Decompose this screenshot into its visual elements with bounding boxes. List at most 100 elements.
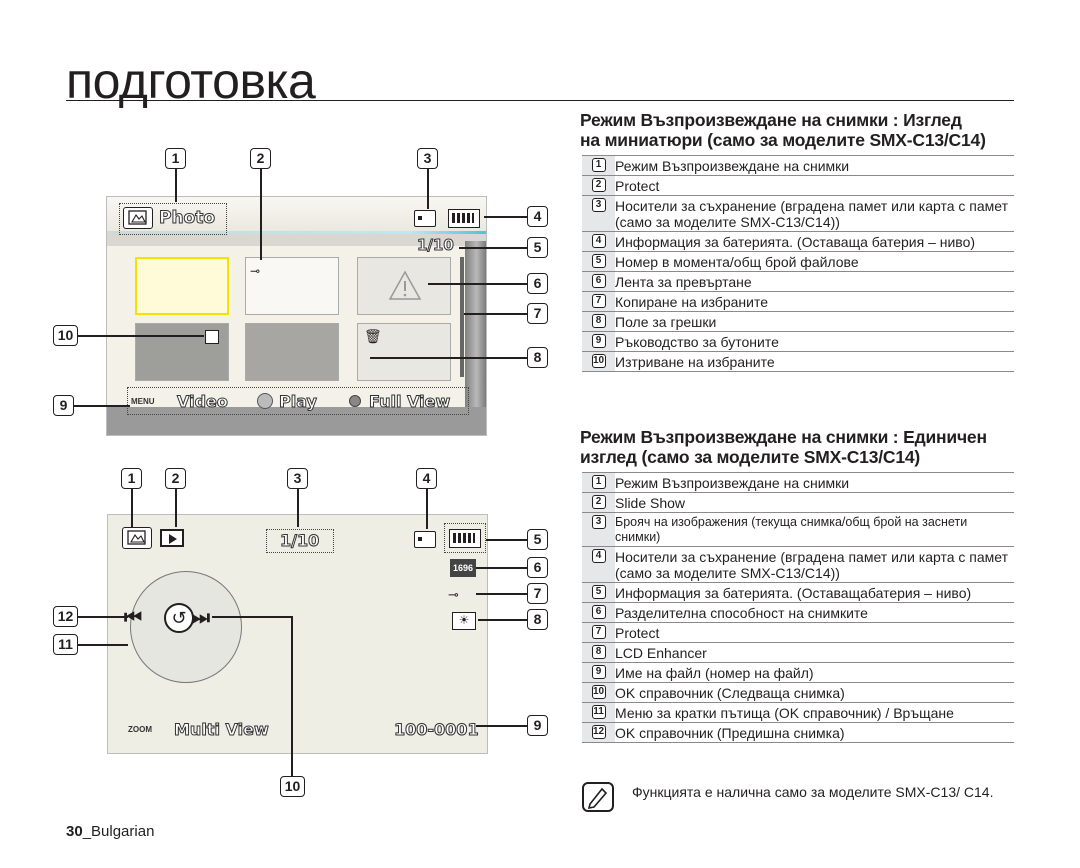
- leader: [426, 489, 428, 529]
- legend-number: 7: [591, 625, 606, 639]
- legend-text: Меню за кратки пътища (OK справочник) / …: [615, 705, 954, 721]
- legend-text: Protect: [615, 625, 660, 641]
- callout-5: 5: [527, 237, 548, 258]
- leader: [428, 283, 527, 285]
- legend-text: Ръководство за бутоните: [615, 334, 779, 350]
- screen-side-strip: [465, 241, 486, 435]
- callout-2: 2: [165, 468, 186, 489]
- scroll-bar[interactable]: [460, 257, 464, 377]
- section1-title-line2: на миниатюри (само за моделите SMX-C13/C…: [580, 130, 986, 150]
- key-icon: ⊸: [448, 587, 459, 602]
- callout-4: 4: [527, 206, 548, 227]
- legend-text: LCD Enhancer: [615, 645, 707, 661]
- legend-number-cell: 4: [582, 232, 615, 251]
- title-rule: [66, 100, 1014, 101]
- legend-number-cell: 3: [582, 196, 615, 231]
- legend-number-cell: 5: [582, 583, 615, 602]
- legend-text: Информация за батерията. (Оставащабатери…: [615, 585, 972, 601]
- legend-number: 4: [591, 549, 606, 563]
- slideshow-icon[interactable]: [160, 529, 184, 547]
- battery-icon: [449, 529, 481, 548]
- legend-text: Брояч на изображения (текуща снимка/общ …: [615, 515, 968, 544]
- legend-text: Информация за батерията. (Оставаща батер…: [615, 234, 976, 250]
- zoom-tag: ZOOM: [128, 725, 152, 734]
- leader: [464, 313, 527, 315]
- thumbnail-copy[interactable]: [135, 323, 229, 381]
- callout-11: 11: [53, 634, 78, 655]
- footer-language: _Bulgarian: [82, 823, 155, 840]
- photo-mode-icon: [123, 207, 153, 229]
- play-button[interactable]: Play: [279, 392, 318, 412]
- legend-number-cell: 8: [582, 643, 615, 662]
- previous-icon[interactable]: ⏮: [124, 607, 142, 629]
- legend-row: 7 Protect: [582, 623, 1014, 643]
- single-view-screen: 1/10 1696 ⊸ ☀ ⏮ ↺ ⏭ ZOOM Multi View 100-…: [107, 514, 488, 754]
- legend-number: 12: [591, 725, 606, 739]
- callout-7: 7: [527, 303, 548, 324]
- legend-number-cell: 5: [582, 252, 615, 271]
- screen-accent-line: [107, 231, 486, 234]
- callout-8: 8: [527, 347, 548, 368]
- legend-row: 4 Носители за съхранение (вградена памет …: [582, 547, 1014, 583]
- callout-4: 4: [416, 468, 437, 489]
- video-button[interactable]: Video: [177, 392, 229, 412]
- leader: [370, 357, 527, 359]
- leader: [291, 616, 293, 776]
- thumbnail[interactable]: [245, 323, 339, 381]
- callout-6: 6: [527, 557, 548, 578]
- legend-text: Копиране на избраните: [615, 294, 768, 310]
- page-footer: 30_Bulgarian: [66, 823, 154, 840]
- callout-12: 12: [53, 606, 78, 627]
- legend-number: 8: [591, 314, 606, 328]
- leader: [74, 405, 130, 407]
- thumbnail-selected[interactable]: [135, 257, 229, 315]
- legend-number-cell: 11: [582, 703, 615, 722]
- legend-text: Лента за превъртане: [615, 274, 752, 290]
- page-number: 30: [66, 823, 83, 840]
- lcd-enhancer-icon: ☀: [452, 612, 476, 630]
- file-counter: 1/10: [417, 236, 455, 255]
- callout-3: 3: [287, 468, 308, 489]
- leader: [297, 489, 299, 527]
- full-view-button[interactable]: Full View: [368, 392, 451, 412]
- leader: [486, 539, 527, 541]
- file-number: 100-0001: [394, 720, 480, 740]
- legend-text: Поле за грешки: [615, 314, 717, 330]
- battery-icon: [448, 209, 480, 228]
- legend-number: 10: [591, 354, 606, 368]
- multi-view-button[interactable]: Multi View: [174, 720, 270, 740]
- thumbnail-protected[interactable]: ⊸: [245, 257, 339, 315]
- thumbnail-delete[interactable]: 🗑: [357, 323, 451, 381]
- legend-number: 1: [591, 158, 606, 172]
- legend-row: 8 Поле за грешки: [582, 312, 1014, 332]
- legend-text: Носители за съхранение (вградена памет и…: [615, 549, 1009, 581]
- ok-icon: [349, 395, 361, 407]
- callout-6: 6: [527, 273, 548, 294]
- legend-number-cell: 2: [582, 176, 615, 195]
- return-icon[interactable]: ↺: [164, 603, 194, 633]
- warning-icon: [388, 270, 422, 300]
- callout-10: 10: [280, 776, 305, 797]
- legend-number-cell: 12: [582, 723, 615, 742]
- next-icon[interactable]: ⏭: [192, 607, 210, 629]
- thumbnail-error[interactable]: [357, 257, 451, 315]
- copy-icon: [205, 330, 219, 344]
- section1-title: Режим Възпроизвеждане на снимки : Изглед…: [580, 110, 986, 150]
- legend-number: 2: [591, 178, 606, 192]
- legend-number: 11: [591, 705, 606, 719]
- legend-number: 2: [591, 495, 606, 509]
- section2-title: Режим Възпроизвеждане на снимки : Единич…: [580, 427, 987, 467]
- callout-1: 1: [121, 468, 142, 489]
- memory-icon: [414, 531, 436, 548]
- joystick-icon: [257, 393, 273, 409]
- callout-9: 9: [527, 715, 548, 736]
- leader: [78, 616, 128, 618]
